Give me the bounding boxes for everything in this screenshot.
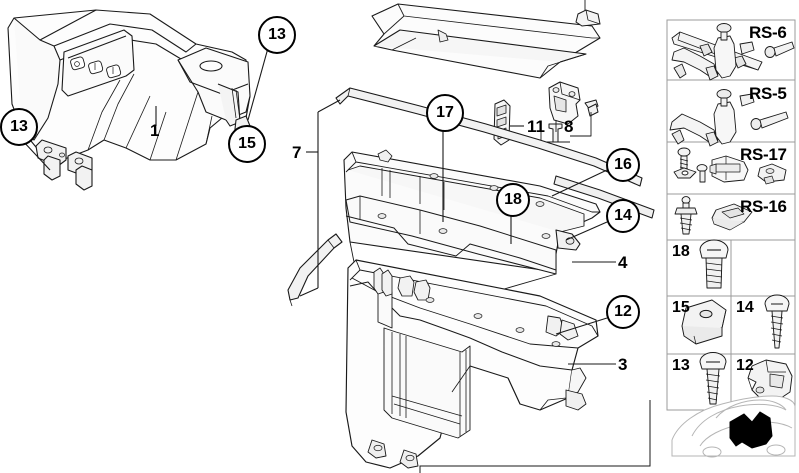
cell-18-bolt-icon <box>699 239 729 289</box>
grid-label-rs5: RS-5 <box>749 84 787 103</box>
part-bracket-with-screw <box>540 81 599 143</box>
cell-rs17-icons <box>673 147 787 185</box>
part-center-console-carrier-lower <box>345 259 599 469</box>
cell-12-retainer-clip-icon <box>747 359 793 401</box>
callout-14[interactable]: 14 <box>606 199 640 233</box>
cell-rs6-icons <box>671 23 795 81</box>
label-1: 1 <box>150 121 160 140</box>
grid-label-rs6: RS-6 <box>749 23 787 42</box>
callout-leader-lines <box>21 47 616 365</box>
label-7: 7 <box>292 143 302 162</box>
callout-12[interactable]: 12 <box>606 295 640 329</box>
bottom-bracket <box>419 400 651 473</box>
part-seal-strip-lower <box>287 233 343 307</box>
callout-13-top[interactable]: 13 <box>258 16 296 54</box>
part-end-cap <box>575 0 601 27</box>
grid-num-13: 13 <box>672 357 690 374</box>
grid-num-12: 12 <box>736 357 754 374</box>
cell-rs5-icons <box>669 89 789 147</box>
part-storage-tray-upper <box>343 149 601 297</box>
cell-15-spring-nut-icon <box>681 299 727 345</box>
label-3: 3 <box>618 355 628 374</box>
highlighted-region <box>729 411 773 449</box>
part-center-console-trim-panel <box>7 9 251 191</box>
grid-num-18: 18 <box>672 243 690 260</box>
label-4: 4 <box>618 253 628 272</box>
callout-17[interactable]: 17 <box>426 94 464 132</box>
grid-label-rs17: RS-17 <box>740 145 787 164</box>
cell-rs16-icons <box>674 196 753 235</box>
callout-13-left[interactable]: 13 <box>0 108 38 146</box>
label-8: 8 <box>564 117 574 136</box>
grid-num-15: 15 <box>672 299 690 316</box>
callout-15[interactable]: 15 <box>228 125 266 163</box>
cell-13-screw-icon <box>699 352 727 405</box>
callout-18[interactable]: 18 <box>496 183 530 217</box>
part-upper-lid-trim <box>371 3 601 79</box>
label-11: 11 <box>527 117 545 136</box>
grid-num-14: 14 <box>736 299 754 316</box>
vehicle-silhouette-icon <box>671 395 796 458</box>
grid-label-rs16: RS-16 <box>740 197 787 216</box>
callout-16[interactable]: 16 <box>606 148 640 182</box>
cell-14-screw-icon <box>764 294 790 349</box>
